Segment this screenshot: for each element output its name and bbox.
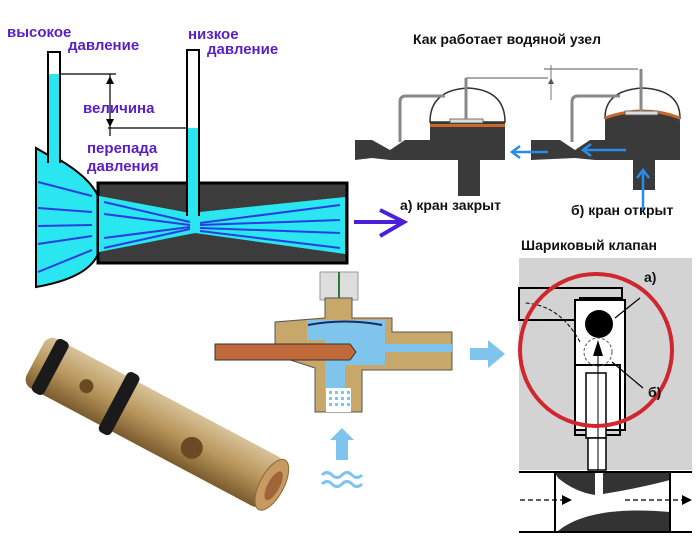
flow-into-valve-arrow (470, 340, 505, 368)
pressure-diff-label-1: перепада (87, 140, 158, 157)
water-unit-cutaway (214, 271, 453, 413)
low-pressure-label-2: давление (207, 41, 279, 58)
water-flow-arrows (509, 143, 650, 210)
ball-valve-title: Шариковый клапан (521, 237, 658, 253)
high-pressure-label-2: давление (68, 37, 140, 54)
flow-arrows (37, 181, 341, 273)
high-pressure-fluid (49, 74, 59, 164)
level-dim-arrow (548, 78, 554, 84)
output-arrow-icon (354, 208, 409, 238)
ball-valve-label-a: а) (644, 269, 657, 285)
ball-valve-diagram (518, 258, 692, 542)
state-open-label: б) кран открыт (571, 202, 674, 218)
brass-venturi-part-photo (25, 337, 290, 511)
state-closed-label: а) кран закрыт (400, 197, 501, 213)
ball-valve-label-b: б) (648, 384, 662, 400)
dimension-arrow-up (106, 76, 114, 84)
water-waves-icon (320, 471, 364, 488)
pressure-diff-label-2: давления (87, 158, 159, 175)
low-pressure-fluid (188, 128, 198, 216)
high-pressure-label-1: высокое (7, 24, 72, 41)
dimension-arrow-down (106, 119, 114, 127)
water-inlet-arrow (330, 428, 354, 460)
water-unit-title: Как работает водяной узел (413, 31, 601, 47)
water-unit-open (531, 69, 681, 190)
water-unit-closed (355, 78, 506, 196)
magnitude-label: величина (83, 100, 155, 117)
low-pressure-label-1: низкое (188, 26, 239, 43)
